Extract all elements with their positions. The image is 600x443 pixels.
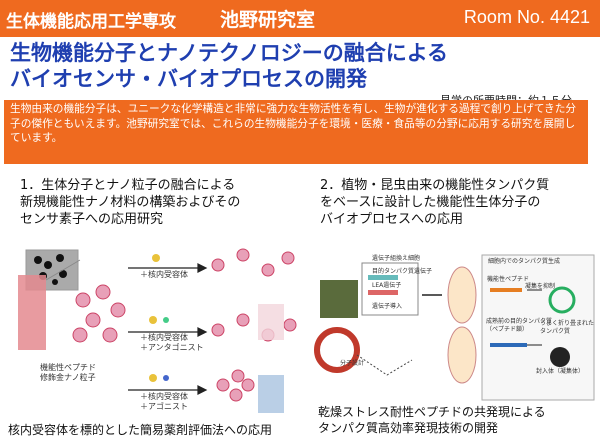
label-receptor-3: ＋核内受容体 xyxy=(140,392,188,401)
header-bar: 生体機能応用工学専攻 池野研究室 Room No. 4421 xyxy=(0,0,600,37)
section1-caption: 核内受容体を標的とした簡易薬剤評価法への応用 xyxy=(8,423,273,437)
gene-box xyxy=(361,262,419,316)
label-gene-intro: 遺伝子導入 xyxy=(372,303,403,310)
label-agonist: ＋アゴニスト xyxy=(140,402,188,411)
label-inclusion: 封入体（凝集体） xyxy=(536,368,585,375)
label-in-cell: 細胞内でのタンパク質生成 xyxy=(488,258,561,265)
section2-line-3: バイオプロセスへの応用 xyxy=(320,212,464,227)
plant-photo xyxy=(320,280,358,318)
protein-expression-figure xyxy=(314,254,595,401)
label-lea-gene: LEA遺伝子 xyxy=(372,282,402,289)
room-number: Room No. 4421 xyxy=(463,7,590,27)
label-particle-2: 修飾金ナノ粒子 xyxy=(40,373,96,382)
folded-protein xyxy=(548,286,576,314)
label-receptor-2: ＋核内受容体 xyxy=(140,333,188,342)
label-nascent-2: （ペプチド鎖） xyxy=(486,326,529,333)
section1-heading: 1．生体分子とナノ粒子の融合による 新規機能性ナノ材料の構築およびその センサ素… xyxy=(20,177,305,228)
label-folded-1: うまく折り畳まれた xyxy=(540,320,595,327)
section2-heading: 2．植物・昆虫由来の機能性タンパク質 をベースに設計した機能性生体分子の バイオ… xyxy=(320,177,590,228)
section1-line-2: 新規機能性ナノ材料の構築およびその xyxy=(20,195,241,210)
cell-2 xyxy=(447,326,477,384)
label-gene-cells: 遺伝子組換え細胞 xyxy=(372,255,421,262)
section1-line-3: センサ素子への応用研究 xyxy=(20,212,164,227)
title-line-1: 生物機能分子とナノテクノロジーの融合による xyxy=(10,41,449,65)
nanoparticle-figure xyxy=(18,248,297,413)
gold-particles xyxy=(72,284,126,343)
cuvette-blue xyxy=(258,375,284,413)
label-particle-1: 機能性ペプチド xyxy=(40,363,96,372)
section2-caption-1: 乾燥ストレス耐性ペプチドの共発現による xyxy=(318,405,546,419)
label-nascent-1: 成熟前の目的タンパク質 xyxy=(486,318,553,325)
cuvette-red xyxy=(18,275,46,350)
cuvette-clear xyxy=(258,304,284,340)
label-nascent: 成熟前の目的タンパク質 （ペプチド鎖） xyxy=(486,318,552,334)
section1-line-1: 1．生体分子とナノ粒子の融合による xyxy=(20,178,236,193)
label-folded: うまく折り畳まれた タンパク質 xyxy=(540,320,594,336)
label-molecule-design: 分子設計 xyxy=(340,360,365,367)
label-target-gene: 目的タンパク質遺伝子 xyxy=(372,268,433,275)
section2-line-2: をベースに設計した機能性生体分子の xyxy=(320,195,541,210)
in-cell-box xyxy=(481,254,595,401)
section2-line-1: 2．植物・昆虫由来の機能性タンパク質 xyxy=(320,178,550,193)
label-folded-2: タンパク質 xyxy=(540,328,571,335)
inclusion-body xyxy=(550,347,570,367)
label-antagonist: ＋アンタゴニスト xyxy=(140,343,204,352)
section2-caption: 乾燥ストレス耐性ペプチドの共発現による タンパク質高効率発現技術の開発 xyxy=(318,404,600,436)
label-suppress: 凝集を抑制 xyxy=(525,283,556,290)
intro-text: 生物由来の機能分子は、ユニークな化学構造と非常に強力な生物活性を有し、生物が進化… xyxy=(4,100,588,164)
label-receptor: ＋核内受容体 xyxy=(140,270,188,279)
department-name: 生体機能応用工学専攻 xyxy=(6,12,176,32)
dna-coil xyxy=(314,327,360,373)
lab-name: 池野研究室 xyxy=(220,9,316,31)
label-particle: 機能性ペプチド 修飾金ナノ粒子 xyxy=(40,363,96,383)
label-receptor-antagonist: ＋核内受容体 ＋アンタゴニスト xyxy=(140,333,204,353)
poster-title: 生物機能分子とナノテクノロジーの融合による バイオセンサ・バイオプロセスの開発 … xyxy=(10,40,595,107)
label-peptide: 機能性ペプチド xyxy=(487,276,530,283)
title-line-2: バイオセンサ・バイオプロセスの開発 xyxy=(10,67,367,91)
label-receptor-agonist: ＋核内受容体 ＋アゴニスト xyxy=(140,392,188,412)
section2-caption-2: タンパク質高効率発現技術の開発 xyxy=(318,421,499,435)
cell-1 xyxy=(447,266,477,324)
